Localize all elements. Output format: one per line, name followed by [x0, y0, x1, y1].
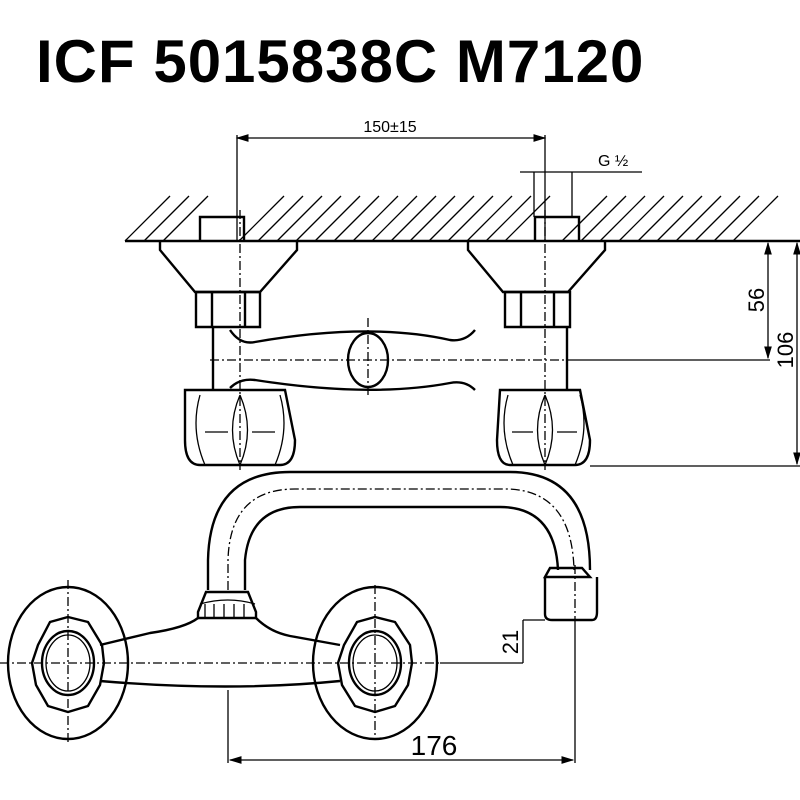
- hatch-line: [694, 195, 741, 242]
- hatch-line: [314, 195, 361, 242]
- hatch-line: [276, 195, 323, 242]
- hatch-line: [466, 195, 513, 242]
- spout-drop-label: 21: [498, 630, 523, 654]
- hatch-line: [428, 195, 475, 242]
- centerlines-front: [0, 565, 576, 745]
- hatch-line: [599, 195, 646, 242]
- thread-label: G ½: [598, 153, 628, 170]
- spacing-label: 150±15: [363, 119, 416, 136]
- hatch-line: [124, 195, 171, 242]
- height-total-label: 106: [773, 332, 798, 369]
- hatch-line: [656, 195, 703, 242]
- right-handle-top: [495, 388, 592, 467]
- dimension-spacing: 150±15: [235, 119, 547, 241]
- hatch-line: [580, 195, 627, 242]
- hatch-line: [295, 195, 342, 242]
- wall-hatching: [124, 195, 779, 242]
- hatch-line: [238, 195, 285, 242]
- hatch-line: [561, 195, 608, 242]
- dimension-heights: 56 106: [570, 241, 800, 467]
- hatch-line: [675, 195, 722, 242]
- valve-body-top: [211, 327, 569, 392]
- spout-reach-label: 176: [411, 730, 458, 761]
- left-inlet: [158, 215, 299, 329]
- hatch-line: [143, 195, 190, 242]
- right-inlet: [466, 215, 607, 329]
- dimension-thread: G ½: [520, 153, 642, 217]
- hatch-line: [637, 195, 684, 242]
- spout: [196, 470, 599, 622]
- hatch-line: [352, 195, 399, 242]
- hatch-line: [257, 195, 304, 242]
- hatch-line: [732, 195, 779, 242]
- hatch-line: [713, 195, 760, 242]
- dimension-spout-drop: 21: [440, 619, 545, 664]
- dimension-spout-reach: 176: [227, 625, 576, 764]
- hatch-line: [485, 195, 532, 242]
- product-code-title: ICF 5015838C M7120: [36, 28, 645, 95]
- hatch-line: [409, 195, 456, 242]
- hatch-line: [504, 195, 551, 242]
- height-axis-label: 56: [744, 288, 769, 312]
- centerlines-top: [210, 210, 570, 470]
- hatch-line: [162, 195, 209, 242]
- hatch-line: [371, 195, 418, 242]
- hatch-line: [447, 195, 494, 242]
- hatch-line: [333, 195, 380, 242]
- valve-body-front: [99, 617, 341, 688]
- hatch-line: [390, 195, 437, 242]
- hatch-line: [618, 195, 665, 242]
